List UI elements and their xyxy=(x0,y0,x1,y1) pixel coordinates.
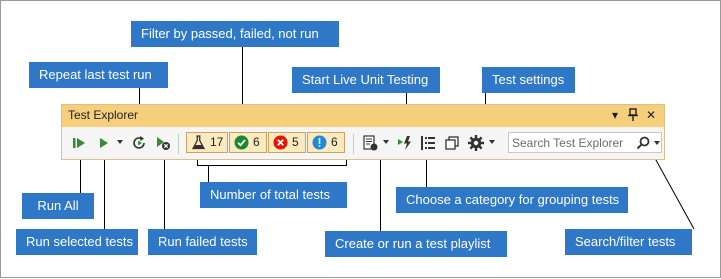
search-button[interactable] xyxy=(635,135,651,151)
playlist-icon xyxy=(363,135,378,151)
toolbar-separator xyxy=(353,134,354,154)
passed-tests-count: 6 xyxy=(253,135,260,149)
not-run-info-icon xyxy=(312,135,327,150)
run-failed-button[interactable] xyxy=(154,134,172,152)
passed-check-icon xyxy=(234,135,249,150)
connector-line-total-tests xyxy=(208,165,209,182)
run-dropdown-arrow[interactable] xyxy=(117,140,123,144)
pin-button[interactable] xyxy=(625,107,641,123)
repeat-last-run-button[interactable] xyxy=(130,134,148,152)
run-all-button[interactable] xyxy=(71,134,89,152)
toolbar: 17 6 5 xyxy=(62,127,664,159)
window-title: Test Explorer xyxy=(68,108,139,122)
callout-group-by: Choose a category for grouping tests xyxy=(396,187,628,213)
search-options-dropdown-arrow[interactable] xyxy=(654,141,660,145)
play-icon xyxy=(100,138,108,148)
callout-total-tests: Number of total tests xyxy=(200,182,347,208)
title-bar: Test Explorer ▾ ✕ xyxy=(62,105,664,127)
connector-bracket-left-total-tests xyxy=(197,159,198,166)
callout-run-selected: Run selected tests xyxy=(16,229,138,255)
failed-tests-filter[interactable]: 5 xyxy=(268,132,306,153)
connector-line-run-failed xyxy=(164,152,165,229)
test-explorer-window: Test Explorer ▾ ✕ xyxy=(61,104,665,160)
connector-line-run-all xyxy=(80,152,81,193)
close-button[interactable]: ✕ xyxy=(645,108,657,122)
repeat-icon xyxy=(133,136,145,149)
connector-line-group-by xyxy=(426,152,427,187)
callout-live-unit-testing: Start Live Unit Testing xyxy=(292,67,440,93)
toolbar-separator xyxy=(178,134,179,154)
connector-line-run-selected xyxy=(104,152,105,229)
pin-icon xyxy=(628,108,638,121)
settings-dropdown-arrow[interactable] xyxy=(489,140,495,144)
callout-run-failed: Run failed tests xyxy=(148,229,257,255)
callout-playlist: Create or run a test playlist xyxy=(325,231,507,257)
failed-tests-count: 5 xyxy=(292,135,299,149)
callout-search-filter: Search/filter tests xyxy=(565,229,692,255)
copy-button[interactable] xyxy=(443,134,461,152)
connector-bracket-right-total-tests xyxy=(346,159,347,166)
gear-icon xyxy=(468,135,484,151)
group-by-icon xyxy=(421,136,435,150)
live-unit-testing-icon xyxy=(398,136,411,150)
connector-line-playlist xyxy=(380,152,381,231)
window-dropdown-button[interactable]: ▾ xyxy=(611,108,619,122)
callout-repeat-last: Repeat last test run xyxy=(29,62,168,88)
search-input[interactable] xyxy=(512,134,630,151)
callout-test-settings: Test settings xyxy=(482,67,575,93)
search-icon xyxy=(636,136,650,150)
live-unit-testing-button[interactable] xyxy=(396,134,414,152)
passed-tests-filter[interactable]: 6 xyxy=(229,132,267,153)
total-tests-count: 17 xyxy=(210,135,224,149)
total-tests-filter[interactable]: 17 xyxy=(186,132,228,153)
run-selected-button[interactable] xyxy=(95,134,113,152)
playlist-button[interactable] xyxy=(361,134,379,152)
group-by-button[interactable] xyxy=(419,134,437,152)
connector-bracket-total-tests xyxy=(197,165,347,166)
playlist-dropdown-arrow[interactable] xyxy=(383,140,389,144)
callout-run-all: Run All xyxy=(22,193,94,219)
settings-button[interactable] xyxy=(467,134,485,152)
connector-line-filter xyxy=(242,47,243,133)
not-run-tests-count: 6 xyxy=(331,135,338,149)
flask-icon xyxy=(191,135,206,150)
copy-icon xyxy=(445,136,459,150)
callout-filter: Filter by passed, failed, not run xyxy=(131,21,339,47)
not-run-tests-filter[interactable]: 6 xyxy=(307,132,345,153)
run-failed-icon xyxy=(157,137,170,150)
run-all-icon xyxy=(73,138,85,148)
search-box xyxy=(508,132,662,153)
failed-x-icon xyxy=(273,135,288,150)
